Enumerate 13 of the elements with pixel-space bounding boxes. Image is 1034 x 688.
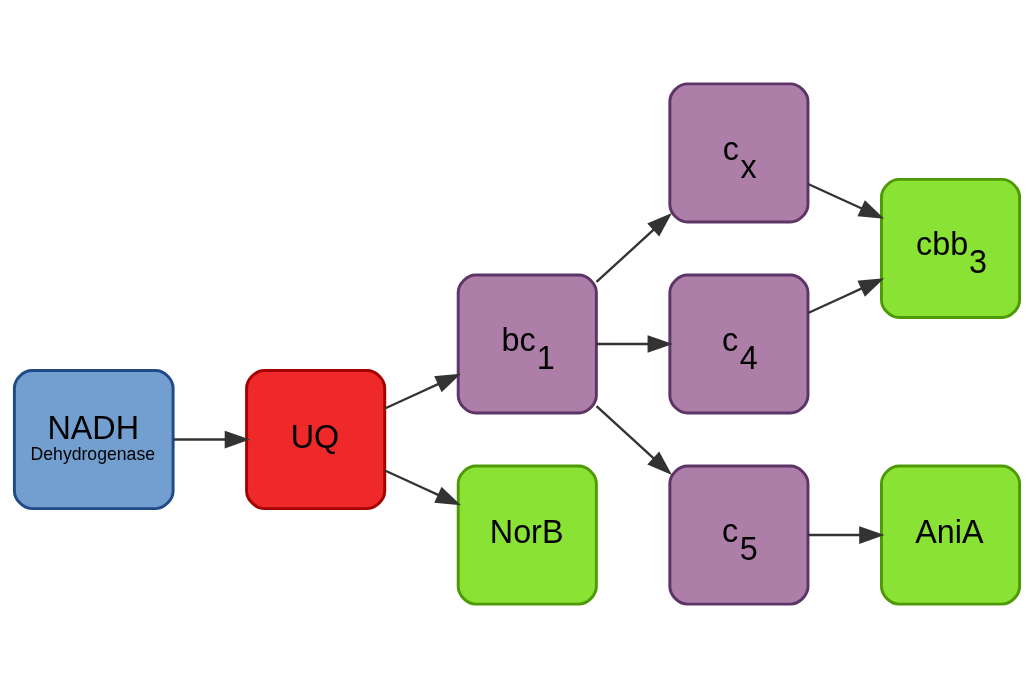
arrow [807, 182, 885, 219]
arrow [173, 430, 250, 449]
node-box: UQ [245, 368, 387, 511]
node-box: NADH Dehydrogenase [12, 368, 175, 511]
arrow [595, 212, 672, 283]
arrow [596, 335, 673, 353]
arrow [384, 373, 461, 410]
arrow [384, 469, 461, 506]
node-box: NorB [456, 464, 598, 606]
arrow [808, 526, 885, 544]
arrow [807, 278, 885, 315]
node-box: AniA [880, 464, 1022, 606]
arrow [595, 405, 672, 476]
